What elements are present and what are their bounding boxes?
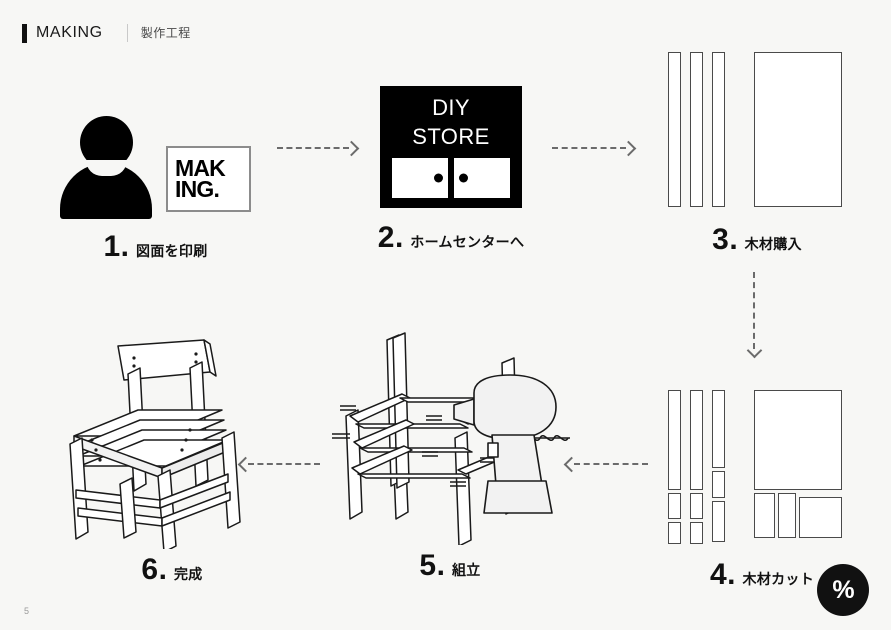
arrow-step4-to-step5 bbox=[563, 456, 648, 472]
diy-store-icon: DIY STORE bbox=[380, 86, 522, 208]
step-1-number: 1 bbox=[103, 230, 120, 263]
step-5-illustration bbox=[330, 330, 570, 545]
lumber-panel-piece bbox=[754, 390, 842, 490]
step-3-dot: . bbox=[729, 223, 738, 256]
step-4-dot: . bbox=[727, 558, 736, 591]
arrow-head-down-icon bbox=[746, 342, 762, 359]
arrow-step3-to-step4 bbox=[746, 272, 762, 359]
lumber-bar bbox=[690, 52, 703, 207]
lumber-bar-piece bbox=[712, 52, 725, 207]
door-knob-icon bbox=[459, 173, 468, 183]
page-number: 5 bbox=[24, 606, 30, 616]
step-6-number: 6 bbox=[141, 553, 158, 586]
arrow-step1-to-step2 bbox=[277, 140, 360, 156]
lumber-bar-piece bbox=[712, 501, 725, 542]
step-4-illustration bbox=[668, 390, 848, 544]
lumber-bar-piece bbox=[690, 522, 703, 544]
lumber-bar-piece bbox=[712, 390, 725, 468]
step-1-caption: 1 . 図面を印刷 bbox=[48, 232, 263, 262]
lumber-bar-piece bbox=[668, 390, 681, 490]
making-logo-card: MAK ING. bbox=[166, 146, 251, 212]
lumber-panel-piece bbox=[778, 493, 796, 538]
step-6-label: 完成 bbox=[173, 566, 203, 582]
step-1-label: 図面を印刷 bbox=[136, 243, 208, 259]
step-6-caption: 6 . 完成 bbox=[62, 555, 282, 585]
step-2-caption: 2 . ホームセンターへ bbox=[377, 221, 525, 254]
lumber-cut-group bbox=[668, 390, 842, 544]
arrow-head-right-icon bbox=[620, 140, 637, 156]
lumber-bar-piece bbox=[690, 493, 703, 519]
arrow-shaft bbox=[753, 272, 755, 349]
lumber-bar bbox=[712, 52, 725, 207]
step-6-illustration bbox=[62, 334, 282, 549]
step-3-illustration bbox=[668, 52, 842, 207]
step-1-dot: . bbox=[120, 230, 130, 263]
step-1-print-drawing: MAK ING. 1 . 図面を印刷 bbox=[48, 108, 263, 262]
header-accent-bar bbox=[22, 23, 27, 43]
lumber-panel-piece bbox=[754, 493, 775, 538]
brand-badge-logo: % bbox=[817, 564, 869, 616]
lumber-bar-piece bbox=[668, 52, 681, 207]
arrow-shaft bbox=[552, 147, 626, 149]
person-icon bbox=[60, 116, 152, 219]
arrow-step5-to-step6 bbox=[237, 456, 320, 472]
step-4-lumber-cut: 4 . 木材カット bbox=[668, 390, 848, 590]
page-header: MAKING 製作工程 bbox=[22, 22, 191, 44]
step-6-finished: 6 . 完成 bbox=[62, 334, 282, 585]
arrow-shaft bbox=[277, 147, 349, 149]
step-5-caption: 5 . 組立 bbox=[330, 551, 570, 581]
step-1-illustration: MAK ING. bbox=[48, 108, 263, 219]
step-5-number: 5 bbox=[419, 549, 436, 582]
step-5-assembly: 5 . 組立 bbox=[330, 330, 570, 581]
arrow-shaft bbox=[248, 463, 320, 465]
step-2-label: ホームセンターへ bbox=[410, 234, 525, 250]
cordless-drill-icon bbox=[453, 374, 557, 514]
lumber-panel-group bbox=[754, 52, 842, 207]
step-4-label: 木材カット bbox=[742, 571, 815, 587]
page-title: MAKING bbox=[36, 24, 103, 41]
making-logo-line-2: ING. bbox=[175, 176, 220, 202]
lumber-bar bbox=[668, 52, 681, 207]
lumber-bar-piece bbox=[712, 471, 725, 498]
finished-chair-illustration bbox=[69, 339, 241, 549]
lumber-panel-row bbox=[754, 493, 842, 538]
step-2-dot: . bbox=[394, 221, 404, 254]
diy-store-doors bbox=[392, 158, 510, 198]
page-subtitle: 製作工程 bbox=[140, 26, 191, 40]
lumber-panel-cut-group bbox=[754, 390, 842, 538]
step-6-dot: . bbox=[158, 553, 167, 586]
step-3-label: 木材購入 bbox=[744, 236, 802, 252]
step-4-number: 4 bbox=[709, 558, 727, 591]
lumber-bar-cut-column bbox=[690, 390, 703, 544]
step-2-number: 2 bbox=[377, 221, 395, 254]
lumber-bar-cut-column bbox=[712, 390, 725, 542]
store-door-left bbox=[392, 158, 448, 198]
header-divider bbox=[126, 24, 128, 42]
step-3-caption: 3 . 木材購入 bbox=[676, 225, 838, 255]
lumber-panel-piece bbox=[799, 497, 842, 538]
step-5-dot: . bbox=[436, 549, 445, 582]
lumber-bar-cut-column bbox=[668, 390, 681, 544]
lumber-panel-piece bbox=[754, 52, 842, 207]
screw-dots bbox=[90, 352, 198, 462]
lumber-bar-piece bbox=[690, 52, 703, 207]
step-4-caption: 4 . 木材カット bbox=[676, 560, 848, 590]
step-2-illustration: DIY STORE bbox=[380, 86, 522, 208]
step-5-label: 組立 bbox=[451, 562, 481, 578]
lumber-bar-piece bbox=[668, 522, 681, 544]
arrow-step2-to-step3 bbox=[552, 140, 637, 156]
making-logo-line-1: MAK bbox=[175, 154, 226, 181]
diy-store-sign-text: DIY STORE bbox=[412, 95, 490, 149]
arrow-head-right-icon bbox=[343, 140, 360, 156]
arrow-shaft bbox=[574, 463, 648, 465]
step-2-diy-store: DIY STORE 2 . ホームセンターへ bbox=[377, 86, 525, 254]
person-neck-notch bbox=[86, 160, 127, 176]
lumber-stock-group bbox=[668, 52, 842, 207]
lumber-bar-piece bbox=[668, 493, 681, 519]
step-3-lumber-purchase: 3 . 木材購入 bbox=[668, 52, 842, 255]
store-door-right bbox=[454, 158, 510, 198]
door-knob-icon bbox=[434, 173, 443, 183]
step-3-number: 3 bbox=[712, 223, 729, 256]
lumber-bar-piece bbox=[690, 390, 703, 490]
